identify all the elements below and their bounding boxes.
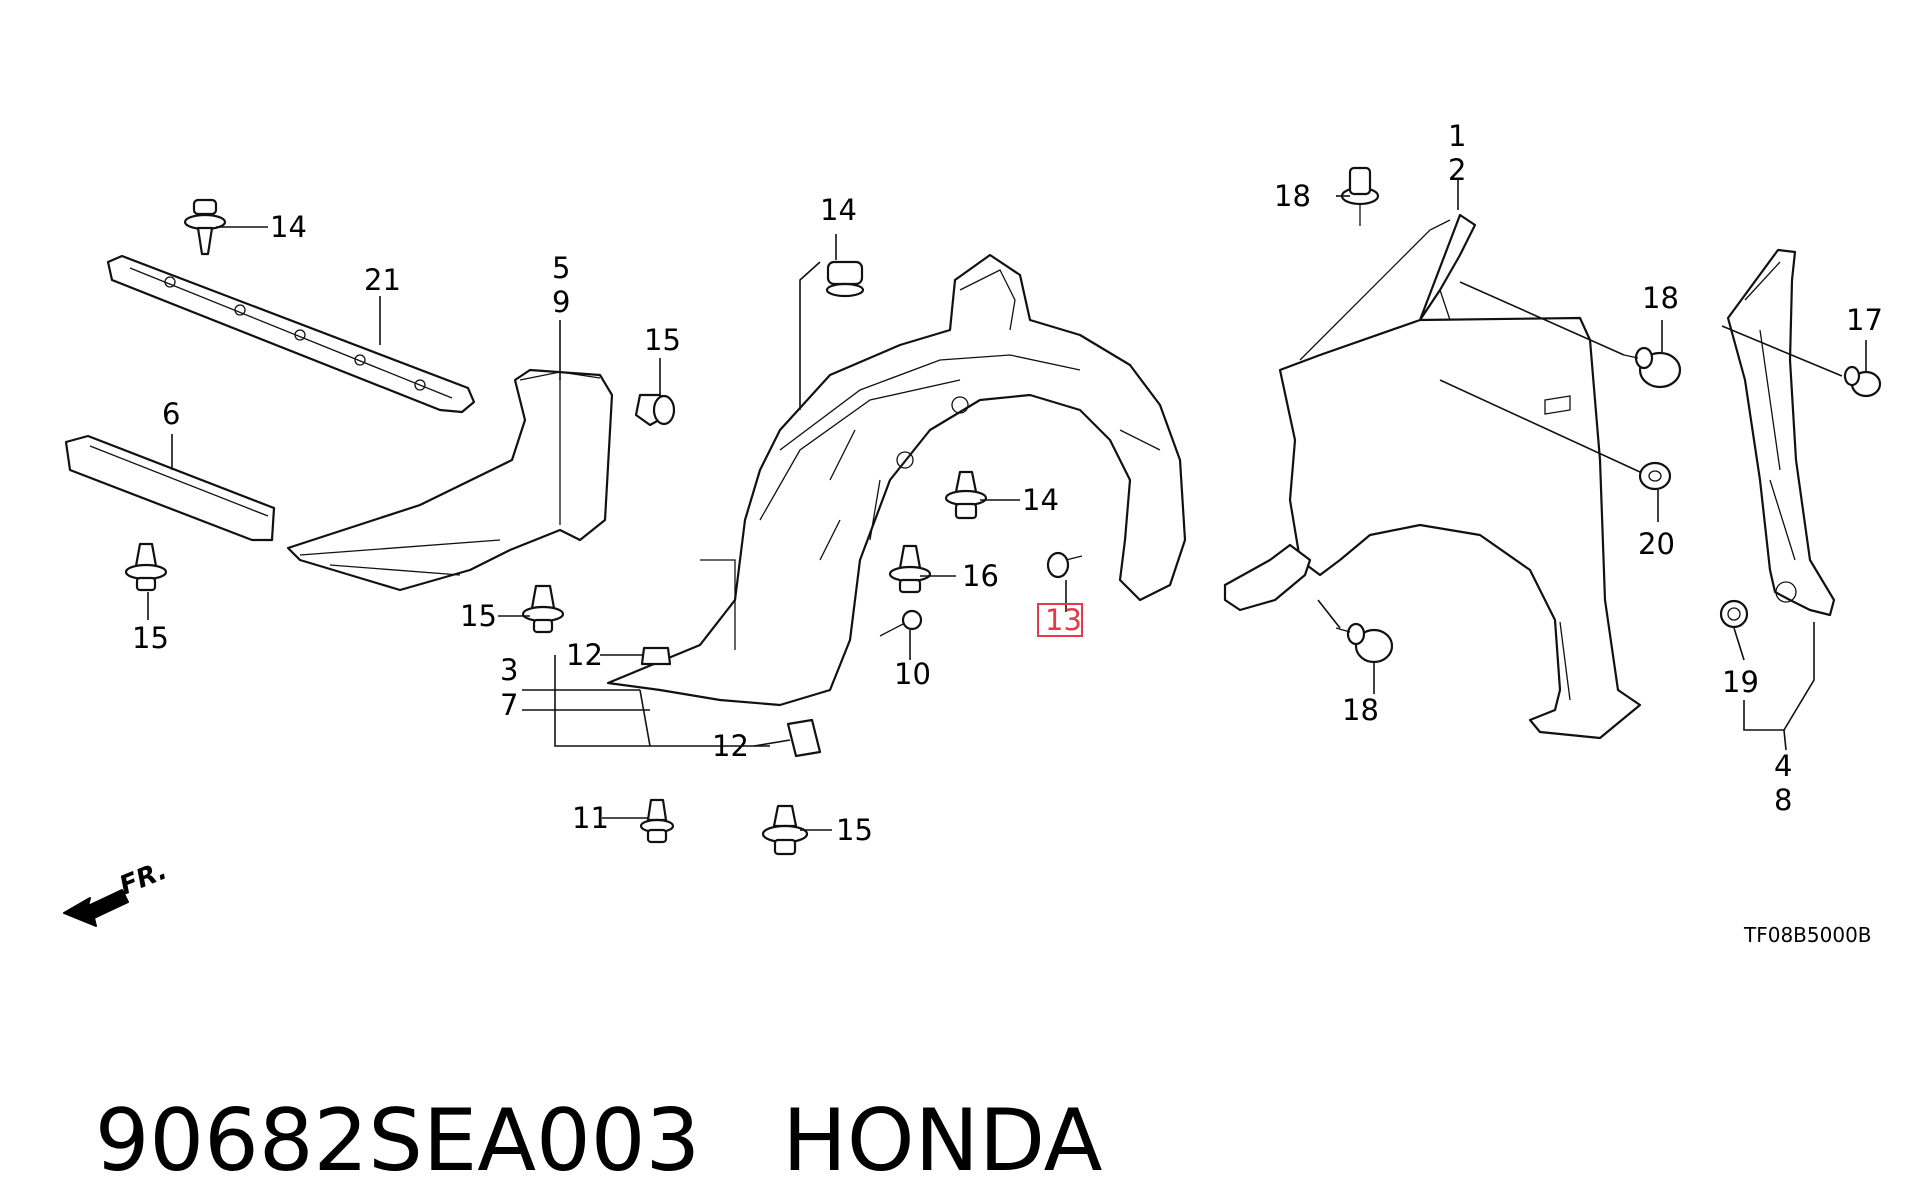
footer-gap — [700, 1098, 782, 1184]
highlight-box-13 — [1037, 603, 1083, 637]
part-21-bracket — [106, 254, 476, 414]
bolt-18a — [1340, 166, 1380, 226]
part-3-7-fender-liner — [606, 253, 1187, 707]
nut-19 — [1719, 599, 1749, 629]
callout-15: 15 — [644, 323, 681, 357]
clip-14b — [825, 260, 865, 298]
callout-19: 19 — [1722, 665, 1759, 699]
clip-15b — [521, 584, 565, 634]
screw-13 — [1046, 551, 1083, 579]
clip-15a — [124, 542, 168, 592]
callout-3: 3 — [500, 653, 518, 687]
callout-11: 11 — [572, 801, 609, 835]
nut-12a — [640, 646, 672, 666]
callout-14: 14 — [820, 193, 857, 227]
callout-18: 18 — [1642, 281, 1679, 315]
nut-12b — [786, 718, 822, 758]
clip-14a — [183, 198, 227, 256]
clip-15d — [761, 804, 809, 856]
callout-1: 1 — [1448, 119, 1466, 153]
callout-21: 21 — [364, 263, 401, 297]
callout-16: 16 — [962, 559, 999, 593]
bolt-11 — [639, 798, 675, 844]
callout-7: 7 — [500, 688, 518, 722]
callout-13: 13 — [1045, 603, 1082, 637]
brand-name: HONDA — [782, 1091, 1103, 1191]
front-arrow-icon — [63, 889, 129, 927]
callout-9: 9 — [552, 285, 570, 319]
part-1-2-fender — [1223, 213, 1642, 740]
front-direction-indicator: FR. — [63, 856, 171, 927]
clip-14c — [944, 470, 988, 520]
callout-10: 10 — [894, 657, 931, 691]
callout-12: 12 — [566, 638, 603, 672]
callout-18: 18 — [1274, 179, 1311, 213]
callout-2: 2 — [1448, 153, 1466, 187]
callout-18: 18 — [1342, 693, 1379, 727]
callout-14: 14 — [1022, 483, 1059, 517]
nut-20 — [1638, 461, 1672, 491]
part-4-8-strip — [1726, 248, 1836, 617]
screw-10 — [879, 609, 923, 637]
callout-5: 5 — [552, 251, 570, 285]
callout-12: 12 — [712, 729, 749, 763]
front-label: FR. — [115, 856, 171, 902]
callout-15: 15 — [836, 813, 873, 847]
callout-17: 17 — [1846, 303, 1883, 337]
bolt-18c — [1335, 622, 1394, 664]
part-number: 90682SEA003 — [94, 1091, 701, 1191]
diagram-code: TF08B5000B — [1743, 923, 1872, 947]
footer: 90682SEA003 HONDA — [40, 1012, 1103, 1191]
callout-4: 4 — [1774, 749, 1792, 783]
callout-15: 15 — [460, 599, 497, 633]
callout-14: 14 — [270, 210, 307, 244]
part-6-strip — [64, 434, 276, 542]
callout-20: 20 — [1638, 527, 1675, 561]
callout-15: 15 — [132, 621, 169, 655]
clip-16 — [888, 544, 932, 594]
clip-15c — [634, 393, 676, 427]
callout-8: 8 — [1774, 783, 1792, 817]
part-5-9-shield — [286, 368, 614, 592]
bolt-18b — [1623, 346, 1682, 389]
callout-6: 6 — [162, 397, 180, 431]
parts-diagram: 14 21 6 15 5 9 15 15 14 14 16 13 12 3 7 … — [63, 119, 1883, 947]
leader-lines — [147, 180, 1867, 831]
bolt-17 — [1843, 365, 1882, 398]
callouts: 14 21 6 15 5 9 15 15 14 14 16 13 12 3 7 … — [132, 119, 1883, 847]
